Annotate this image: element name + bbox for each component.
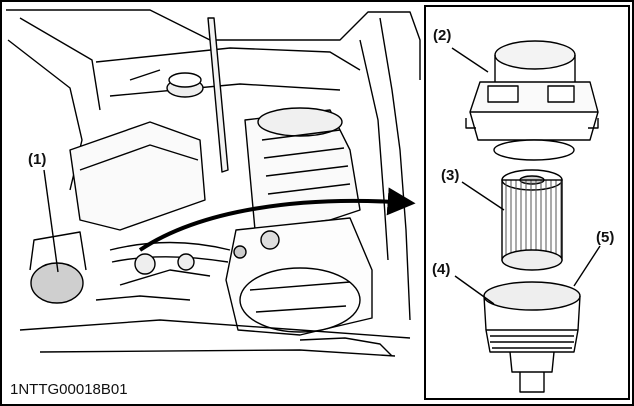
leader-4: [454, 275, 495, 305]
engine-bay-illustration: [6, 9, 421, 357]
figure-code: 1NTTG00018B01: [10, 381, 128, 398]
pointer-arrow: [138, 187, 416, 252]
callout-3: (3): [441, 167, 460, 184]
callout-5: (5): [596, 229, 615, 246]
leader-2: [451, 47, 489, 73]
filter-element-part: [501, 169, 563, 271]
filter-head-part: [465, 40, 599, 161]
leader-1: [43, 169, 59, 273]
callout-4: (4): [432, 261, 451, 278]
leader-5: [573, 245, 601, 287]
filter-cup-part: [483, 281, 581, 393]
callout-2: (2): [433, 27, 452, 44]
leader-3: [461, 181, 505, 211]
callout-1: (1): [28, 151, 47, 168]
